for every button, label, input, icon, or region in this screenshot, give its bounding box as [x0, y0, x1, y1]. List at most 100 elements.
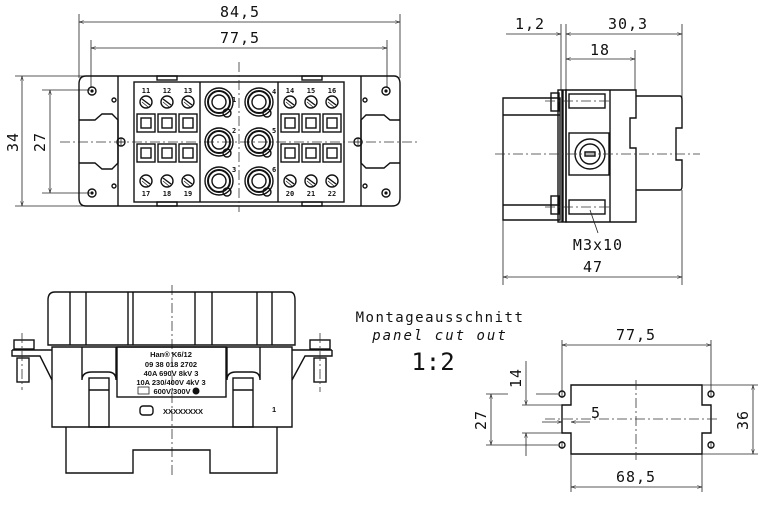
power-label: 3	[232, 166, 236, 174]
terminal-screw-icon	[283, 95, 297, 109]
dim-text: 5	[591, 404, 601, 422]
dim-text: 27	[31, 132, 49, 152]
dim-flange: 1,2	[506, 15, 561, 34]
terminal-screw-icon	[325, 174, 339, 188]
cage-clamp-icon	[322, 113, 342, 133]
cage-clamp-icon	[322, 143, 342, 163]
dim-text: 14	[507, 368, 525, 388]
dim-cutout-notch-depth: 5	[542, 404, 601, 422]
side-view: 1,2 30,3 18	[495, 15, 700, 285]
contact-label: 20	[286, 190, 294, 198]
mounting-hole	[87, 188, 97, 198]
power-contact-icon	[244, 87, 274, 118]
power-label: 1	[232, 96, 236, 104]
cage-clamp-icon	[280, 113, 300, 133]
cage-clamp-icon	[178, 143, 198, 163]
power-label: 5	[272, 127, 276, 135]
terminal-screw-icon	[181, 174, 195, 188]
power-label: 2	[232, 127, 236, 135]
dim-cutout-hole-height: 27	[472, 394, 558, 445]
cutout-hole	[707, 441, 715, 449]
cert-mark-icon	[192, 387, 200, 395]
contact-label: 15	[307, 87, 315, 95]
cutout-title-de: Montageausschnitt	[356, 310, 525, 326]
cutout-hole	[558, 390, 566, 398]
dim-width: 47	[503, 190, 682, 285]
mounting-hole	[381, 188, 391, 198]
signal-contacts-right: 14 15 16 20 21 22	[286, 87, 336, 198]
terminal-screw-icon	[304, 95, 318, 109]
cage-clamp-icon	[157, 113, 177, 133]
contact-label: 21	[307, 190, 315, 198]
dim-cutout-height: 36	[702, 385, 758, 454]
product-label: Han® K6/12 09 38 018 2702 40A 690V 8kV 3…	[136, 350, 205, 416]
mounting-hole	[381, 86, 391, 96]
cage-clamp-icon	[301, 113, 321, 133]
power-label: 6	[272, 166, 276, 174]
cage-clamps	[136, 113, 342, 163]
cage-clamp-icon	[280, 143, 300, 163]
contact-label: 14	[286, 87, 294, 95]
cage-clamp-icon	[178, 113, 198, 133]
dim-body: 18	[566, 41, 635, 59]
dim-overall-height: 34	[4, 76, 90, 206]
dim-text: 27	[472, 410, 490, 430]
harting-logo-icon	[139, 405, 154, 416]
contact-label: 22	[328, 190, 336, 198]
power-contact-icon	[204, 166, 234, 197]
dim-text: 47	[583, 258, 603, 276]
dim-hole-height: 27	[31, 90, 90, 193]
dim-text: 68,5	[616, 468, 656, 486]
dim-text: 18	[590, 41, 610, 59]
position-marker: 1	[272, 405, 276, 414]
power-contact-icon	[204, 87, 234, 118]
mounting-hole	[87, 86, 97, 96]
signal-contacts-left: 11 12 13 17 18 19	[142, 87, 192, 198]
cage-clamp-icon	[157, 143, 177, 163]
dim-depth: 30,3	[566, 15, 682, 34]
terminal-screws	[139, 95, 339, 188]
dim-text: 77,5	[616, 326, 656, 344]
dim-cutout-hole-spacing: 77,5	[562, 326, 711, 391]
cutout-title-en: panel cut out	[371, 328, 508, 344]
dim-text: 1,2	[515, 15, 545, 33]
power-contact-icon	[204, 127, 234, 158]
dim-text: 30,3	[608, 15, 648, 33]
label-line: 600V/300V	[153, 387, 190, 396]
label-line: 40A 690V 8kV 3	[144, 369, 199, 378]
dim-text: 34	[4, 132, 22, 152]
cage-clamp-icon	[136, 143, 156, 163]
contact-label: 11	[142, 87, 150, 95]
contact-label: 12	[163, 87, 171, 95]
cutout-scale: 1:2	[411, 348, 454, 376]
power-contact-icon	[244, 166, 274, 197]
cutout-hole	[707, 390, 715, 398]
bottom-view: Han® K6/12 09 38 018 2702 40A 690V 8kV 3…	[11, 285, 333, 475]
dim-text: 84,5	[220, 3, 260, 21]
terminal-screw-icon	[139, 174, 153, 188]
label-line: 10A 230/400V 4kV 3	[136, 378, 205, 387]
cage-clamp-icon	[136, 113, 156, 133]
terminal-screw-icon	[139, 95, 153, 109]
dim-text: 36	[734, 410, 752, 430]
terminal-screw-icon	[283, 174, 297, 188]
terminal-screw-icon	[160, 174, 174, 188]
cage-clamp-icon	[301, 143, 321, 163]
label-line: Han® K6/12	[150, 350, 192, 359]
cutout-hole	[558, 441, 566, 449]
contact-label: 17	[142, 190, 150, 198]
power-contact-icon	[244, 127, 274, 158]
power-contacts	[204, 87, 274, 197]
dim-overall-width: 84,5	[79, 3, 400, 78]
contact-label: 13	[184, 87, 192, 95]
contact-label: 19	[184, 190, 192, 198]
label-line: 09 38 018 2702	[145, 360, 197, 369]
terminal-screw-icon	[304, 174, 318, 188]
serial-number: XXXXXXXX	[163, 407, 203, 416]
power-label: 4	[272, 88, 276, 96]
screw-callout: M3x10	[573, 236, 623, 254]
terminal-screw-icon	[160, 95, 174, 109]
dim-hole-spacing: 77,5	[91, 29, 387, 88]
front-view: 84,5 77,5 34 27	[4, 3, 420, 212]
